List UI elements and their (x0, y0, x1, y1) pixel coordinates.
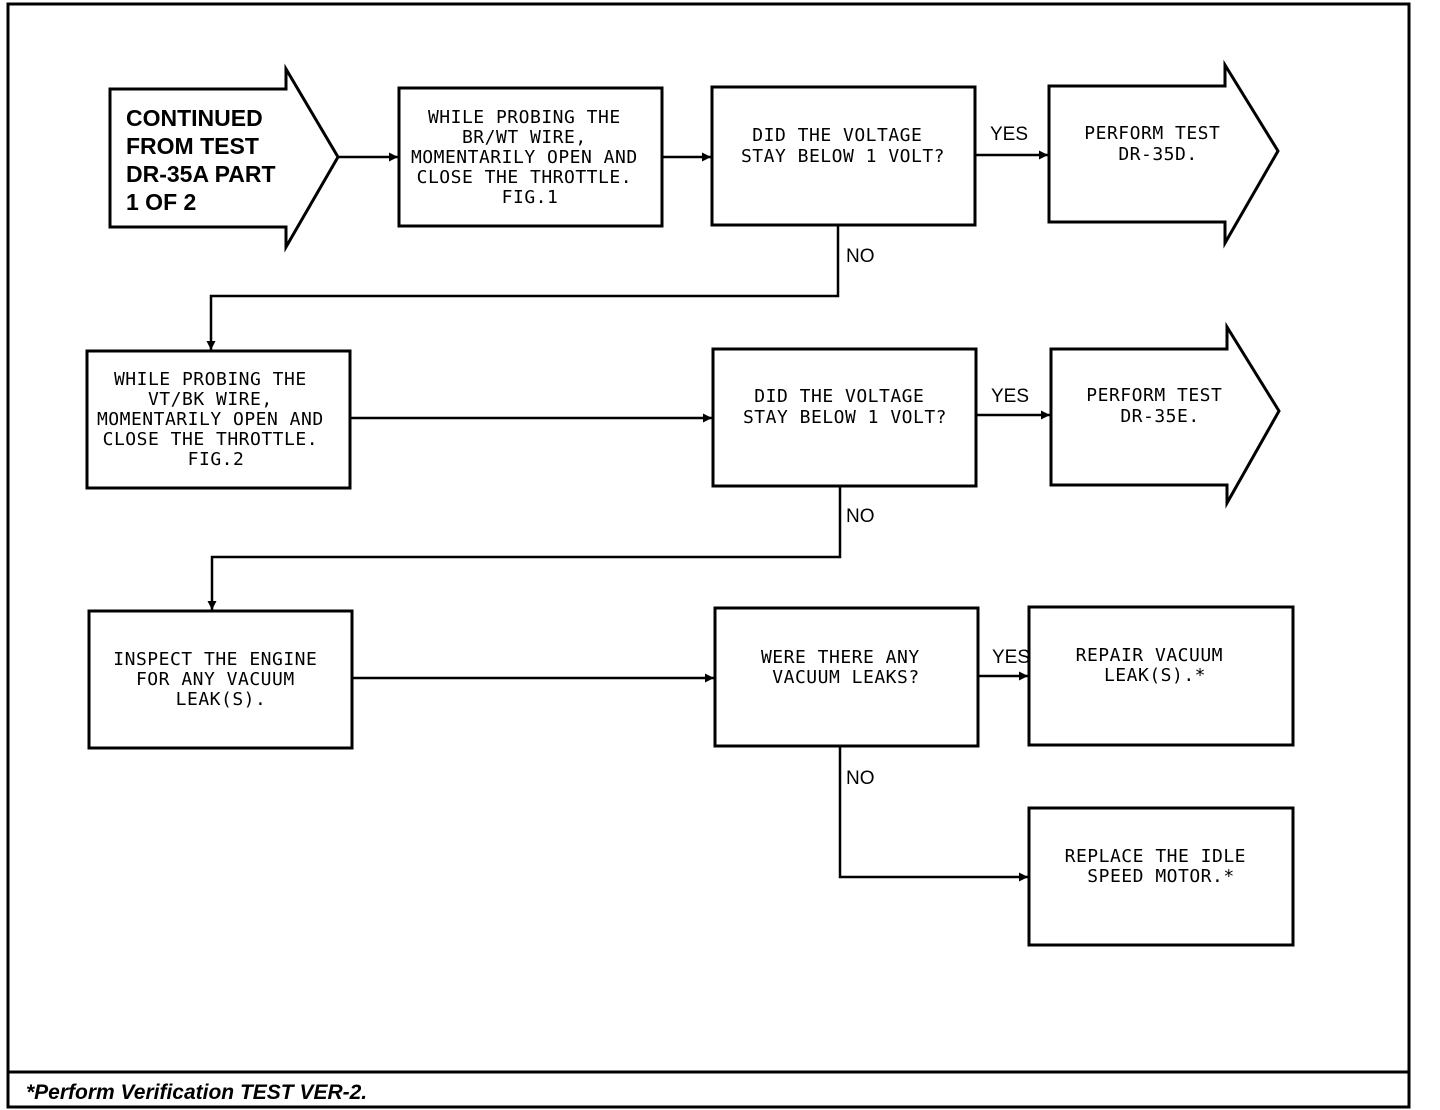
edge-q2-no (207, 487, 842, 610)
node-step2-text: WHILE PROBING THE VT/BK WIRE, MOMENTARIL… (97, 369, 335, 470)
node-step3-text: INSPECT THE ENGINE FOR ANY VACUUM LEAK(S… (113, 649, 328, 710)
edge-q3-no (838, 747, 1028, 882)
node-step3: INSPECT THE ENGINE FOR ANY VACUUM LEAK(S… (87, 609, 354, 750)
node-replace: REPLACE THE IDLE SPEED MOTOR.* (1027, 806, 1295, 947)
node-q2: DID THE VOLTAGE STAY BELOW 1 VOLT? (711, 347, 978, 488)
node-res2: PERFORM TEST DR-35E. (1049, 321, 1281, 509)
node-q3: WERE THERE ANY VACUUM LEAKS? (713, 606, 980, 748)
node-q1-text: DID THE VOLTAGE STAY BELOW 1 VOLT? (741, 125, 945, 167)
node-repair: REPAIR VACUUM LEAK(S).* (1027, 605, 1295, 747)
node-res1: PERFORM TEST DR-35D. (1047, 59, 1280, 249)
node-start-text: CONTINUED FROM TEST DR-35A PART 1 OF 2 (126, 105, 282, 215)
node-replace-text: REPLACE THE IDLE SPEED MOTOR.* (1065, 846, 1258, 887)
node-start: CONTINUED FROM TEST DR-35A PART 1 OF 2 (108, 63, 340, 253)
node-step1: WHILE PROBING THE BR/WT WIRE, MOMENTARIL… (397, 86, 664, 228)
label-q1-no: NO (846, 246, 875, 267)
label-q1-yes: YES (990, 124, 1028, 145)
footer-note: *Perform Verification TEST VER-2. (26, 1081, 367, 1104)
node-step1-text: WHILE PROBING THE BR/WT WIRE, MOMENTARIL… (411, 107, 649, 208)
label-q2-no: NO (846, 506, 875, 527)
node-q3-text: WERE THERE ANY VACUUM LEAKS? (761, 647, 931, 688)
edge-q1-no (206, 226, 840, 350)
node-step2: WHILE PROBING THE VT/BK WIRE, MOMENTARIL… (85, 349, 352, 490)
outer-frame (6, 2, 1411, 1109)
node-q2-text: DID THE VOLTAGE STAY BELOW 1 VOLT? (743, 386, 947, 428)
label-q2-yes: YES (991, 386, 1029, 407)
node-res2-text: PERFORM TEST DR-35E. (1086, 385, 1233, 427)
node-q1: DID THE VOLTAGE STAY BELOW 1 VOLT? (710, 85, 977, 227)
label-q3-no: NO (846, 768, 875, 789)
label-q3-yes: YES (992, 647, 1030, 668)
connectors (206, 150, 1050, 882)
node-res1-text: PERFORM TEST DR-35D. (1084, 123, 1231, 165)
node-repair-text: REPAIR VACUUM LEAK(S).* (1076, 645, 1235, 686)
